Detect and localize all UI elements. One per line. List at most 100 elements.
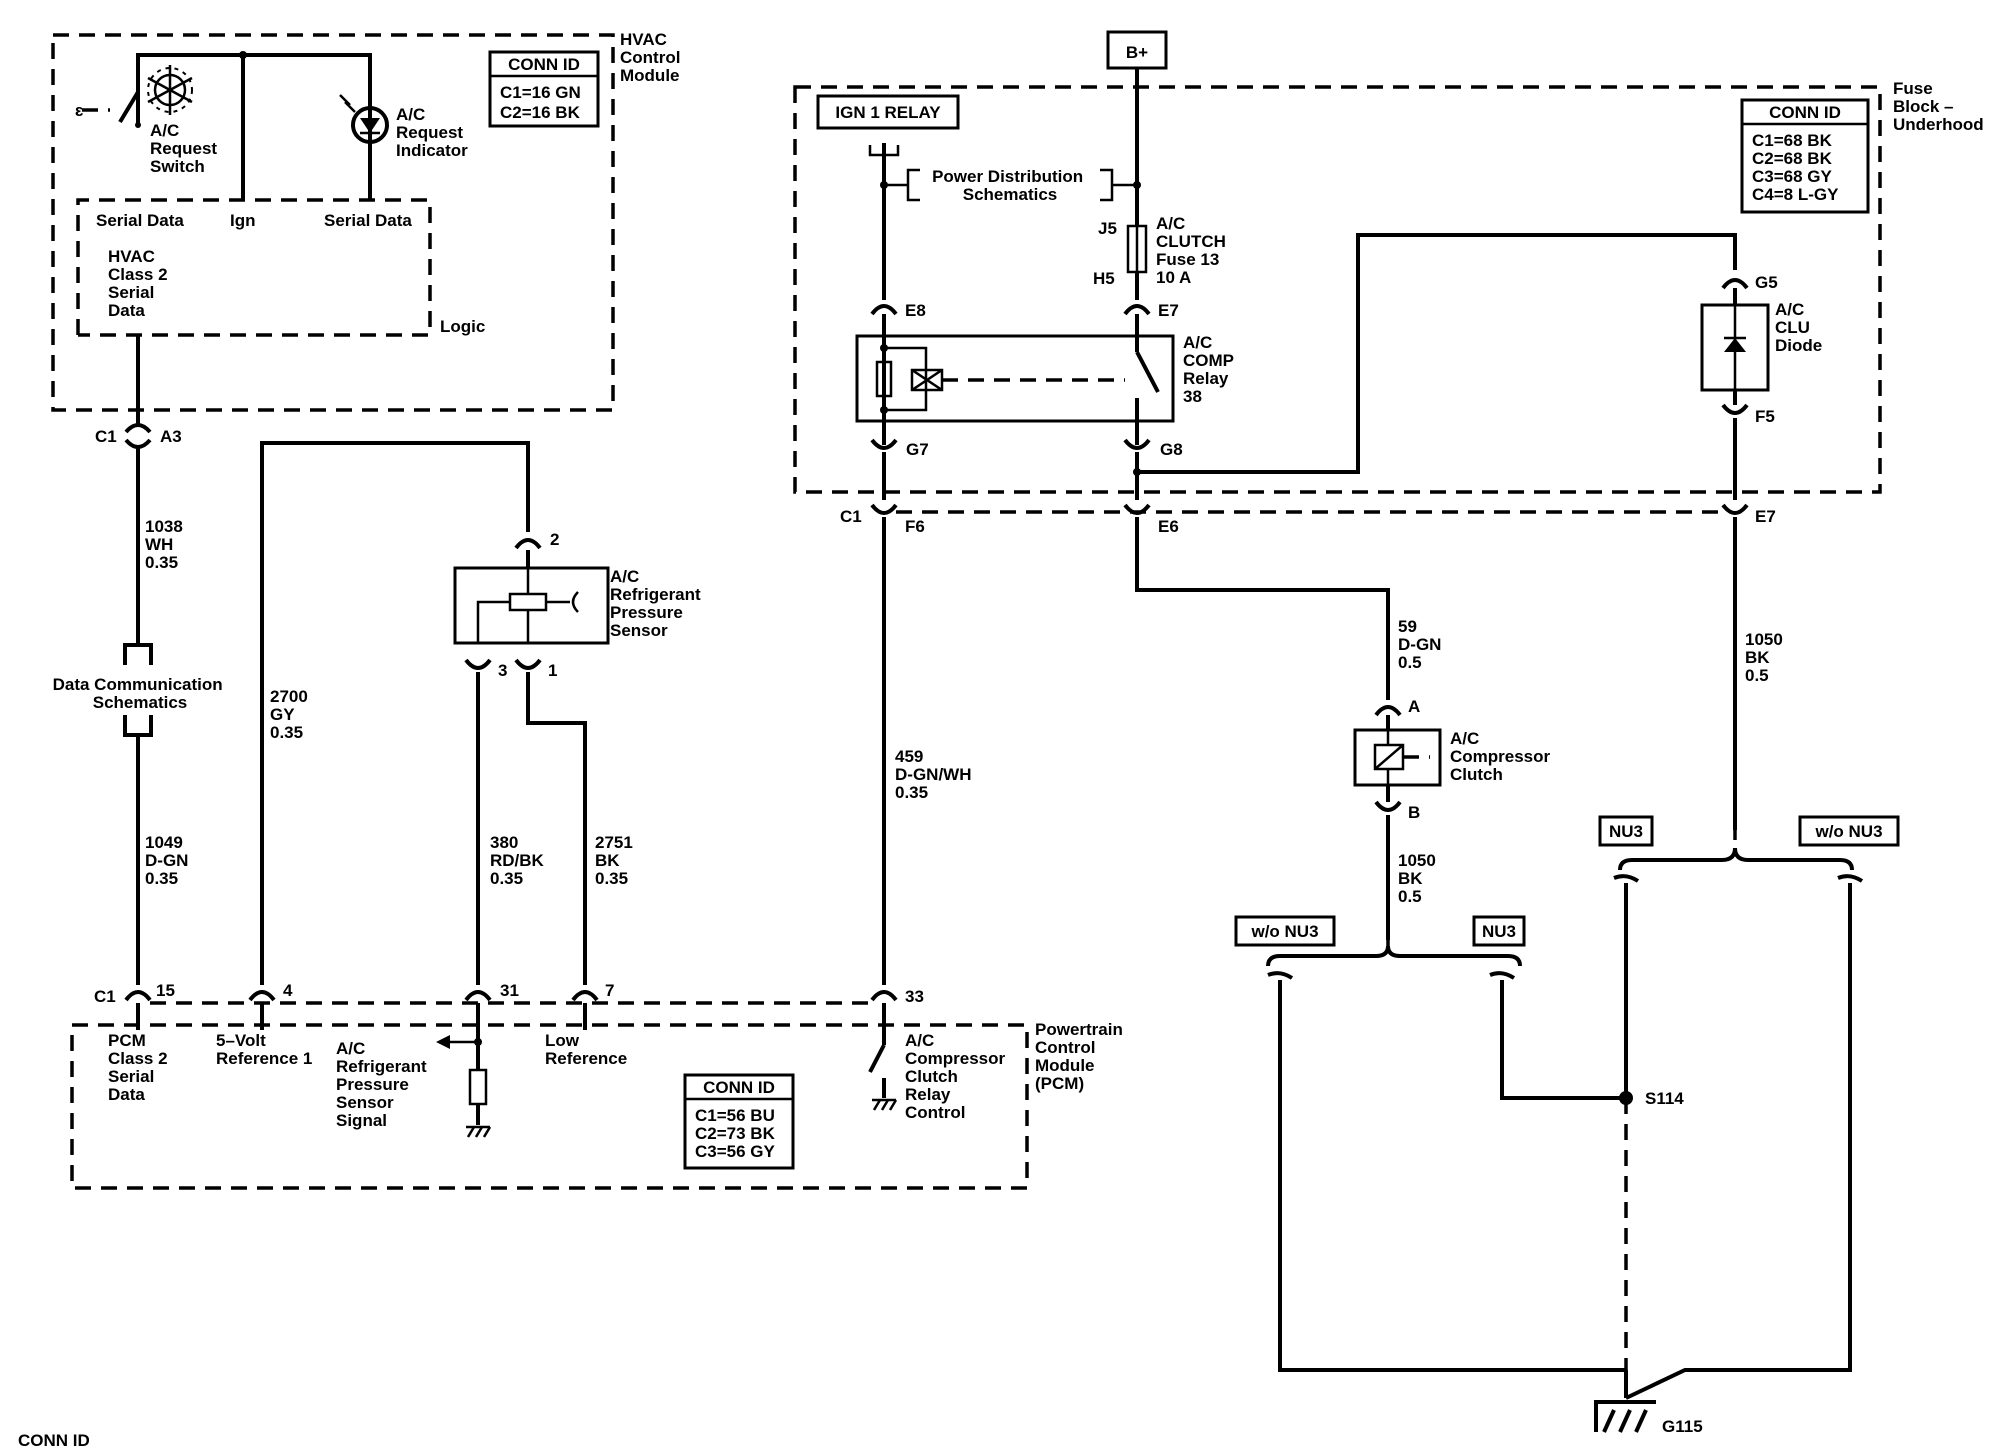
pcm-5v-reference-label: 5–Volt Reference 1	[216, 1031, 312, 1068]
hvac-logic-outline	[76, 198, 432, 337]
ac-comp-relay-label: A/C COMP Relay 38	[1183, 333, 1238, 406]
svg-text:C2=73 BK: C2=73 BK	[695, 1124, 776, 1143]
pcm-module-label: Powertrain Control Module (PCM)	[1035, 1020, 1128, 1093]
svg-text:w/o NU3: w/o NU3	[1814, 822, 1882, 841]
wire-1038-label: 1038 WH 0.35	[145, 517, 188, 572]
ac-request-indicator-label: A/C Request Indicator	[396, 105, 468, 160]
option-wo-nu3-right	[1798, 815, 1900, 847]
wire-1050-clutch-label: 1050 BK 0.5	[1398, 851, 1441, 906]
pcm-outline	[70, 1023, 1029, 1190]
fuse-block-connector-c1: C1 F6 E6 E7	[840, 503, 1776, 536]
hvac-pin-serial-data: Serial Data	[96, 211, 184, 230]
svg-text:CONN ID: CONN ID	[1769, 103, 1841, 122]
wire-59-label: 59 D-GN 0.5	[1398, 617, 1446, 672]
ac-request-switch: ɛ	[75, 90, 141, 128]
pcm-relay-ground-icon	[872, 1098, 898, 1111]
svg-text:C2=68 BK: C2=68 BK	[1752, 149, 1833, 168]
svg-text:C1=56 BU: C1=56 BU	[695, 1106, 775, 1125]
fuse-block-outline	[793, 85, 1882, 494]
ac-request-switch-label: A/C Request Switch	[150, 121, 222, 176]
fuse-block-conn-id-box: CONN ID C1=68 BK C2=68 BK C3=68 GY C4=8 …	[1740, 98, 1870, 214]
option-nu3-right	[1598, 815, 1654, 847]
svg-text:C1=68 BK: C1=68 BK	[1752, 131, 1833, 150]
ign1-relay-box	[816, 94, 960, 130]
hvac-conn-id-title: CONN ID	[508, 55, 580, 74]
ac-clu-diode: A/C CLU Diode	[1700, 300, 1822, 392]
svg-text:CONN ID: CONN ID	[703, 1078, 775, 1097]
svg-text:4: 4	[283, 981, 293, 1000]
ac-refrigerant-pressure-sensor-label: A/C Refrigerant Pressure Sensor	[610, 567, 705, 640]
svg-text:7: 7	[605, 981, 614, 1000]
wire-459-label: 459 D-GN/WH 0.35	[895, 747, 976, 802]
wire-1050-diode-label: 1050 BK 0.5	[1745, 630, 1788, 685]
svg-text:J5: J5	[1098, 219, 1117, 238]
svg-text:33: 33	[905, 987, 924, 1006]
fuse-block-label: Fuse Block – Underhood	[1893, 79, 1984, 134]
svg-text:3: 3	[498, 661, 507, 680]
ac-clutch-fuse: J5 H5 A/C CLUTCH Fuse 13 10 A	[1093, 214, 1231, 288]
wire-1049-label: 1049 D-GN 0.35	[145, 833, 193, 888]
ac-refrigerant-pressure-sensor: 2 A/C Refrigerant Pressure Sensor 3 1	[453, 530, 705, 680]
svg-text:E6: E6	[1158, 517, 1179, 536]
hvac-conn-id-line: C1=16 GN	[500, 83, 581, 102]
svg-text:F6: F6	[905, 517, 925, 536]
option-nu3-left	[1472, 915, 1526, 947]
hvac-logic-label: Logic	[440, 317, 485, 336]
svg-text:C4=8 L-GY: C4=8 L-GY	[1752, 185, 1839, 204]
pcm-ground-icon	[466, 1125, 492, 1138]
hvac-conn-id-line: C2=16 BK	[500, 103, 581, 122]
splice-s114: S114	[1619, 1089, 1684, 1108]
svg-text:15: 15	[156, 981, 175, 1000]
pcm-conn-id-box: CONN ID C1=56 BU C2=73 BK C3=56 GY	[683, 1073, 795, 1170]
ac-compressor-clutch-label: A/C Compressor Clutch	[1450, 729, 1555, 784]
wire-2700-label: 2700 GY 0.35	[270, 687, 313, 742]
svg-text:B: B	[1408, 803, 1420, 822]
svg-text:2: 2	[550, 530, 559, 549]
powertrain-control-module: Powertrain Control Module (PCM) C1 15 4 …	[70, 981, 1128, 1190]
svg-text:NU3: NU3	[1482, 922, 1516, 941]
power-distribution-schematics-label: Power Distribution Schematics	[932, 167, 1088, 204]
svg-text:w/o NU3: w/o NU3	[1250, 922, 1318, 941]
option-wo-nu3-left	[1234, 915, 1336, 947]
svg-text:F5: F5	[1755, 407, 1775, 426]
ground-g115-icon: G115	[1594, 1400, 1703, 1436]
hvac-pin-ign: Ign	[230, 211, 256, 230]
ign1-relay-label: IGN 1 RELAY	[835, 103, 941, 122]
snowflake-icon	[147, 65, 193, 115]
svg-text:C1: C1	[95, 427, 117, 446]
ac-compressor-clutch: A A/C Compressor Clutch B	[1353, 697, 1555, 822]
svg-text:C3=56 GY: C3=56 GY	[695, 1142, 776, 1161]
svg-text:A/C CLUTCH Fus: A/C CLUTCH Fuse 13 10 A	[1156, 214, 1231, 287]
svg-text:C3=68 GY: C3=68 GY	[1752, 167, 1833, 186]
svg-text:NU3: NU3	[1609, 822, 1643, 841]
pcm-low-reference-label: Low Reference	[545, 1031, 627, 1068]
hvac-connector-c1-a3: C1 A3	[95, 423, 182, 449]
ground-g115-label: G115	[1662, 1417, 1703, 1436]
svg-text:1: 1	[548, 661, 557, 680]
hvac-pin-serial-data: Serial Data	[324, 211, 412, 230]
fuse-block-underhood: Fuse Block – Underhood B+ IGN 1 RELAY Po…	[793, 30, 1984, 500]
svg-text:ɛ: ɛ	[75, 101, 84, 120]
hvac-class2-label: HVAC Class 2 Serial Data	[108, 247, 172, 320]
svg-text:A3: A3	[160, 427, 182, 446]
b-plus-label: B+	[1126, 43, 1148, 62]
svg-text:E7: E7	[1158, 301, 1179, 320]
svg-text:C1: C1	[840, 507, 862, 526]
footer-conn-id-label: CONN ID	[18, 1431, 90, 1450]
pcm-sensor-signal-label: A/C Refrigerant Pressure Sensor Signal	[336, 1039, 431, 1130]
wire-2751-label: 2751 BK 0.35	[595, 833, 638, 888]
svg-text:C1: C1	[94, 987, 116, 1006]
hvac-conn-id-box: CONN ID C1=16 GN C2=16 BK	[488, 50, 600, 128]
svg-text:A: A	[1408, 697, 1420, 716]
signal-arrow-icon	[436, 1035, 450, 1049]
pcm-relay-control-label: A/C Compressor Clutch Relay Control	[905, 1031, 1010, 1122]
ac-request-indicator-icon	[339, 94, 389, 144]
svg-text:A/C CLU Diode: A/C CLU Diode	[1775, 300, 1822, 355]
svg-text:H5: H5	[1093, 269, 1115, 288]
hvac-module-label: HVAC Control Module	[620, 30, 685, 85]
data-communication-schematics-label: Data Communication Schematics	[53, 675, 228, 712]
hvac-control-module: HVAC Control Module CONN ID C1=16 GN C2=…	[51, 30, 685, 425]
svg-text:E7: E7	[1755, 507, 1776, 526]
ac-comp-relay: A/C COMP Relay 38	[855, 314, 1238, 445]
